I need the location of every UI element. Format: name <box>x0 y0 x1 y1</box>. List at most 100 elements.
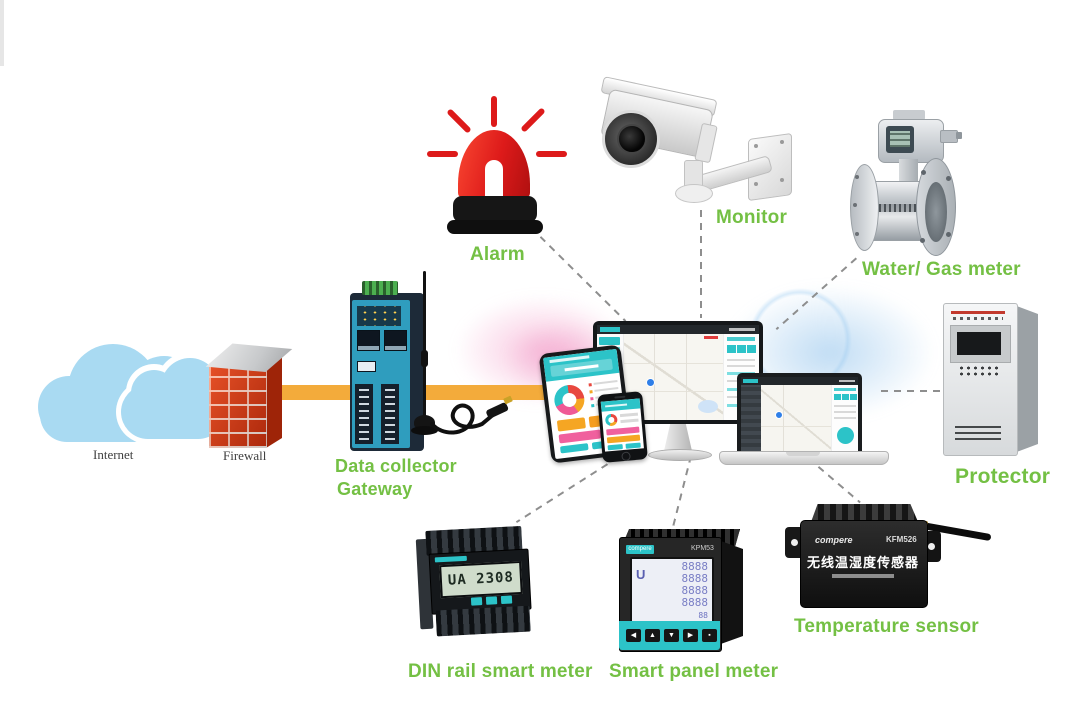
laptop-map <box>761 385 831 451</box>
connection-tempsensor-hub <box>817 466 861 504</box>
stat-box <box>727 345 736 353</box>
din-rail-meter-label: DIN rail smart meter <box>408 661 593 682</box>
connection-panelmeter-hub <box>672 455 692 527</box>
protector-subtitle-ticks <box>953 317 1003 320</box>
gateway-top-terminal <box>362 281 398 295</box>
water-gas-meter-label: Water/ Gas meter <box>862 259 1021 280</box>
gateway-antenna-whip <box>423 271 426 419</box>
protector-screen <box>957 332 1001 355</box>
connection-dinmeter-hub <box>515 456 619 524</box>
firewall-side <box>266 356 282 448</box>
gateway-antenna-disc <box>411 426 438 435</box>
legend-dot <box>589 390 593 394</box>
map-marker-icon <box>775 411 783 419</box>
firewall-bricks <box>209 365 267 448</box>
panel-lcd-digits: 8888 8888 8888 8888 <box>656 561 709 609</box>
gateway-antenna-cable <box>430 395 513 435</box>
sensor-fins <box>810 504 919 523</box>
panel-line <box>727 359 755 361</box>
gateway-terminal-strip-1 <box>355 384 373 444</box>
panel-lcd-digits-small: 88 <box>698 611 708 620</box>
phone-line <box>620 418 639 424</box>
connection-camera-hub <box>700 210 702 318</box>
monitor-stand-base <box>648 449 712 461</box>
alarm-base-top <box>453 196 537 223</box>
donut-hole <box>608 416 615 424</box>
flange-bolt-icon <box>920 238 925 243</box>
alarm-label: Alarm <box>470 244 525 265</box>
phone-screen <box>600 398 644 452</box>
map-marker-icon <box>646 378 655 387</box>
laptop-right-panel <box>831 385 858 451</box>
panel-line <box>834 411 856 413</box>
panel-meter-brand-chip: compere <box>626 545 654 554</box>
sensor-brand-text: compere <box>815 535 853 545</box>
alarm-dome-cutout <box>485 160 503 198</box>
stat-box <box>747 345 756 353</box>
panel-meter-model-text: KPM53 <box>691 545 714 552</box>
topbar-menu-text <box>729 328 755 331</box>
plate-screw-icon <box>780 140 784 144</box>
meter-head-connector-tip <box>956 132 962 139</box>
gateway-ethernet-port-2 <box>384 330 407 351</box>
tablet-button-teal <box>559 443 589 454</box>
app-logo-icon <box>743 379 758 383</box>
panel-line <box>727 365 755 367</box>
temperature-sensor-label: Temperature sensor <box>794 616 979 637</box>
smart-panel-meter-label: Smart panel meter <box>609 661 779 682</box>
monitor-map <box>624 334 723 420</box>
legend-dot <box>591 404 595 408</box>
panel-line <box>834 417 856 419</box>
gateway-usb-port <box>357 361 376 372</box>
plate-screw-icon <box>780 178 784 182</box>
flange-bolt-icon <box>946 232 951 237</box>
monitor-topbar <box>597 325 759 334</box>
protector-buttons <box>958 365 1000 376</box>
meter-right-face <box>925 182 947 242</box>
meter-stem <box>899 159 918 185</box>
panel-button-right: ▶ <box>683 629 698 642</box>
flange-bolt-icon <box>921 170 926 175</box>
internet-label: Internet <box>93 447 134 462</box>
panel-button-up: ▲ <box>645 629 660 642</box>
donut-chart-icon <box>837 427 854 444</box>
sensor-subtitle-line <box>832 574 894 578</box>
meter-body-label <box>874 204 918 212</box>
panel-title <box>834 388 856 391</box>
camera-mount-foot <box>675 184 713 203</box>
sensor-model-text: KFM526 <box>886 535 917 544</box>
protector-nameplate <box>955 423 1001 440</box>
din-rail-meter: UA 2308 <box>412 515 553 647</box>
meter-head-screen <box>890 131 910 147</box>
laptop-topbar <box>741 377 858 385</box>
sensor-ear-hole-icon <box>928 543 935 550</box>
laptop-base-notch <box>786 452 820 456</box>
firewall-label: Firewall <box>223 448 267 463</box>
stat-box <box>737 345 746 353</box>
gateway-terminal-strip-2 <box>381 384 399 444</box>
gateway-label-line1: Data collector <box>335 456 457 476</box>
stat-box <box>850 394 857 400</box>
laptop-base <box>719 451 889 465</box>
gateway-ethernet-port-1 <box>357 330 380 351</box>
hub-phone <box>597 391 648 463</box>
flange-bolt-icon <box>855 175 859 179</box>
sensor-box <box>800 520 928 608</box>
plate-screw-icon <box>754 144 758 148</box>
sensor-ear-hole-icon <box>791 539 798 546</box>
din-bottom-terminals <box>435 605 531 637</box>
din-button <box>485 596 498 605</box>
alarm-base-bottom <box>447 220 543 234</box>
panel-meter-button-strip: ◀ ▲ ▼ ▶ ▪ <box>619 621 720 650</box>
phone-line <box>619 412 639 418</box>
panel-lcd-unit: U <box>636 567 646 582</box>
donut-hole <box>561 392 578 408</box>
map-water-area <box>698 400 718 413</box>
phone-header-text <box>605 403 628 408</box>
din-lcd: UA 2308 <box>439 560 523 599</box>
phone-header <box>600 398 641 412</box>
monitor-stand-neck <box>664 424 692 451</box>
tablet-button-orange <box>556 417 586 432</box>
gateway-label-line2: Gateway <box>337 479 413 499</box>
